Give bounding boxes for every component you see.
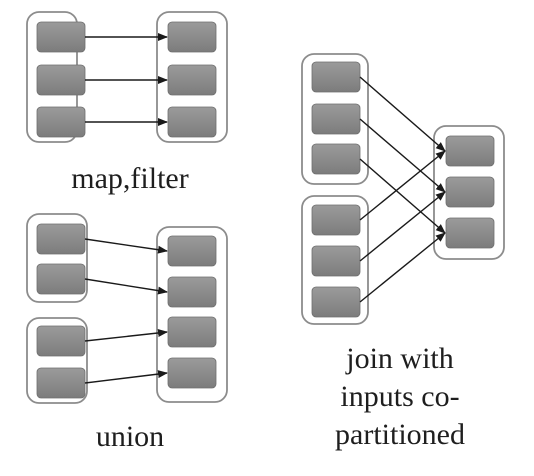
un-parent-a-partition-1 [36, 223, 86, 255]
dependency-arrows [84, 33, 446, 384]
join-caption-line-1: join with [346, 342, 454, 375]
jn-parent-b-partition-2 [311, 245, 361, 277]
jn-parent-a-partition-1 [311, 61, 361, 93]
jn-child-partition-1 [445, 135, 495, 167]
un-parent-b-partition-2 [36, 367, 86, 399]
map-filter-caption: map,filter [71, 162, 189, 195]
join-arrow-1 [359, 76, 446, 152]
un-child-rdd [156, 226, 228, 403]
mf-parent-rdd [26, 11, 86, 143]
jn-parent-b-partition-3 [311, 286, 361, 318]
un-child-partition-2 [167, 276, 217, 308]
join-arrow-4 [359, 150, 446, 221]
jn-parent-a-partition-3 [311, 143, 361, 175]
jn-parent-a-partition-2 [311, 103, 361, 135]
jn-parent-a-rdd [301, 53, 369, 185]
join-arrow-5 [359, 191, 446, 262]
union-arrow-1 [84, 238, 168, 254]
jn-parent-b-partition-1 [311, 204, 361, 236]
jn-child-rdd [433, 125, 505, 260]
rdd-containers [26, 11, 505, 404]
un-parent-b-partition-1 [36, 325, 86, 357]
mf-child-partition-2 [167, 64, 217, 96]
union-caption: union [95, 420, 165, 453]
un-parent-a-partition-2 [36, 263, 86, 295]
un-parent-b-rdd [26, 317, 88, 404]
join-caption: join with inputs co- partitioned [300, 340, 500, 454]
union-arrow-3 [84, 329, 168, 342]
join-arrow-3 [359, 158, 446, 234]
jn-child-partition-2 [445, 176, 495, 208]
mf-parent-partition-1 [36, 21, 86, 53]
un-child-partition-1 [167, 235, 217, 267]
union-arrow-4 [84, 370, 168, 384]
mf-child-partition-1 [167, 21, 217, 53]
mf-child-rdd [156, 11, 228, 143]
union-arrow-2 [84, 278, 168, 295]
mf-parent-partition-2 [36, 64, 86, 96]
join-caption-line-2: inputs co- [340, 380, 460, 413]
join-arrow-6 [359, 232, 446, 303]
jn-child-partition-3 [445, 217, 495, 249]
mf-child-partition-3 [167, 106, 217, 138]
jn-parent-b-rdd [301, 195, 369, 325]
un-child-partition-3 [167, 316, 217, 348]
join-caption-line-3: partitioned [335, 418, 465, 451]
mf-parent-partition-3 [36, 106, 86, 138]
un-parent-a-rdd [26, 213, 88, 303]
un-child-partition-4 [167, 357, 217, 389]
join-arrow-2 [359, 118, 446, 193]
